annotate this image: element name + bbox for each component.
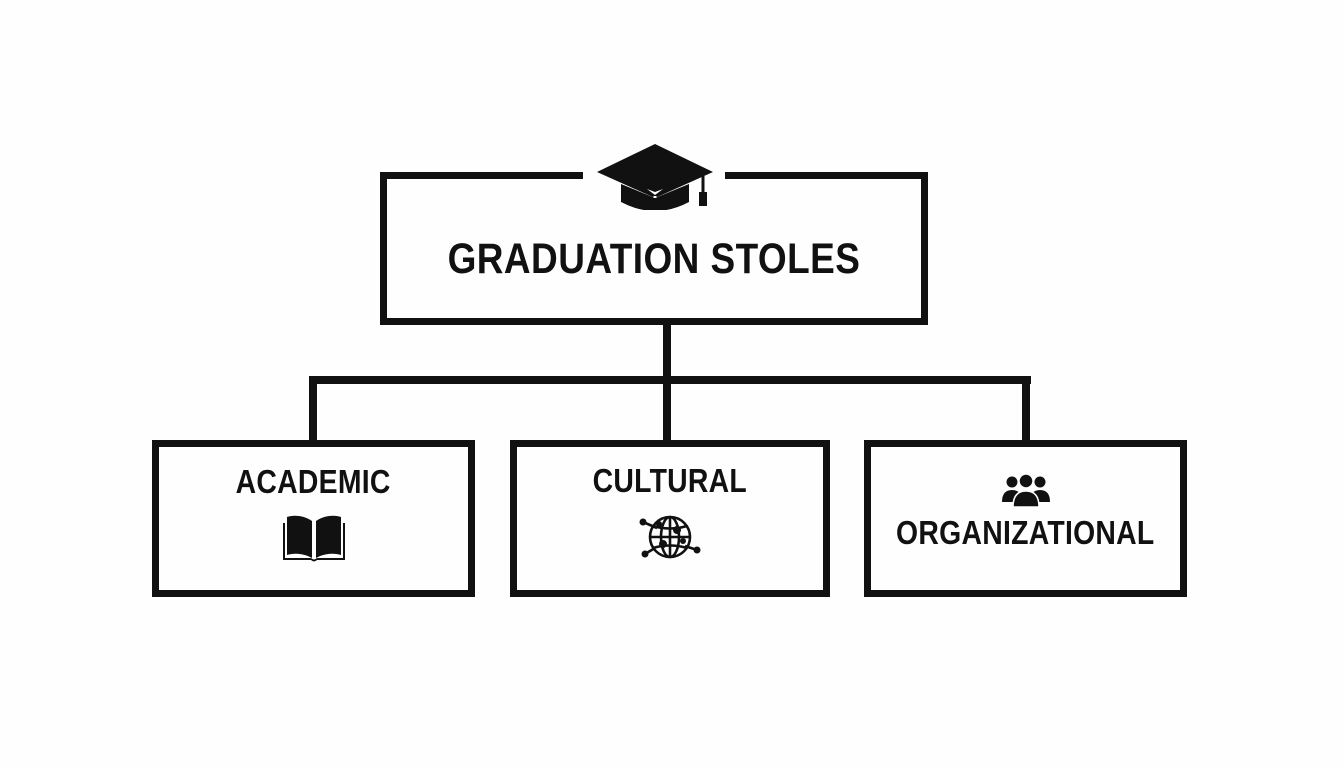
child-node-academic: ACADEMIC [152, 440, 475, 597]
child-node-cultural: CULTURAL [510, 440, 830, 597]
root-stem-line [663, 323, 671, 380]
people-group-icon [1001, 472, 1050, 508]
child-node-organizational: ORGANIZATIONAL [864, 440, 1187, 597]
graduation-cap-icon [597, 144, 713, 210]
branch-line-academic [309, 376, 317, 442]
branch-line-organizational [1022, 376, 1030, 442]
branch-line-cultural [663, 376, 671, 442]
root-label: GRADUATION STOLES [447, 235, 861, 283]
child-label-cultural: CULTURAL [592, 461, 748, 499]
child-label-organizational: ORGANIZATIONAL [896, 513, 1155, 551]
root-node: GRADUATION STOLES [380, 172, 928, 325]
open-book-icon [282, 515, 345, 561]
child-label-academic: ACADEMIC [235, 462, 391, 500]
globe-network-icon [639, 515, 701, 558]
